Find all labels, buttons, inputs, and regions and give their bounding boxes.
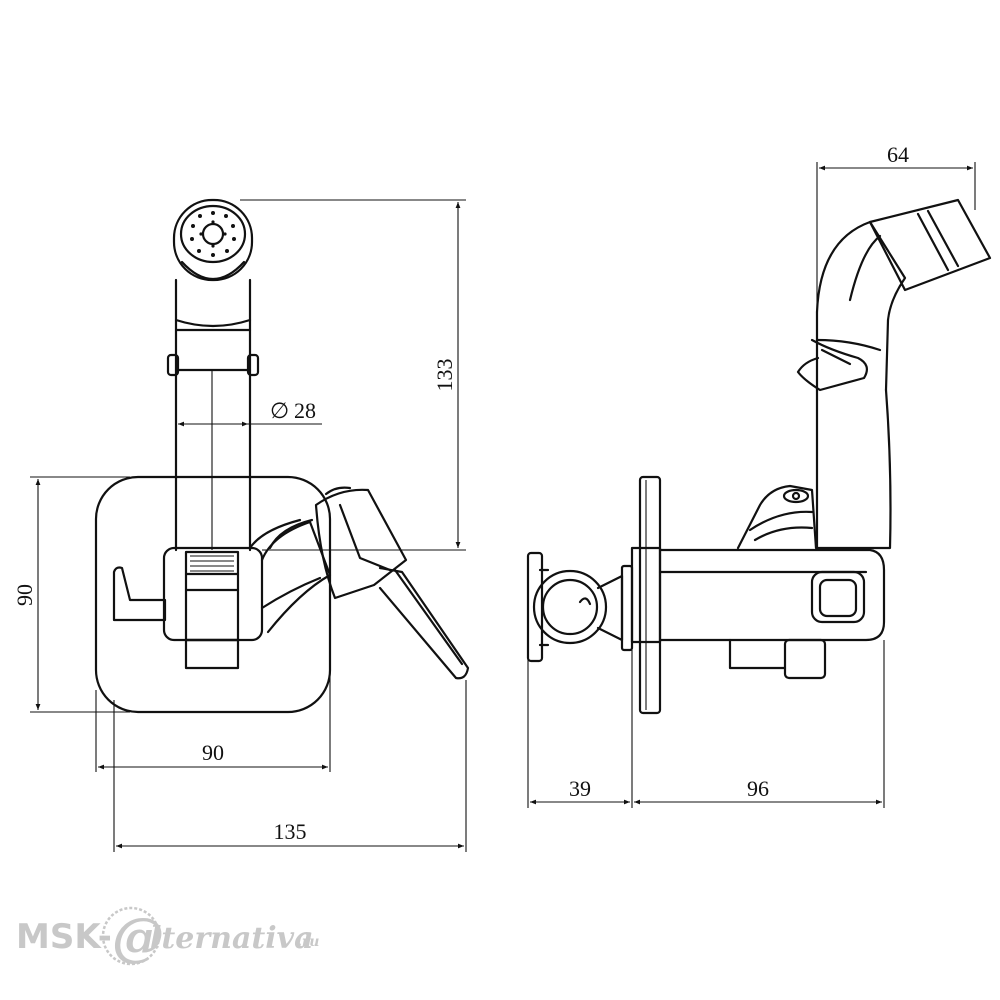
side-view: 64 39 96 <box>526 142 992 808</box>
dimension-depth-96: 96 <box>634 640 885 808</box>
dimension-133: 133 <box>240 199 466 551</box>
dimension-total-width-135: 135 <box>113 680 467 852</box>
front-hook <box>112 566 167 622</box>
diameter-symbol: ∅ <box>270 398 289 423</box>
dimension-label-96: 96 <box>747 776 769 801</box>
dimension-spout-64: 64 <box>816 142 976 312</box>
dimension-label-133: 133 <box>432 359 457 392</box>
spray-head <box>172 198 254 332</box>
watermark-prefix: MSK- <box>16 917 112 957</box>
dimension-label-28: 28 <box>294 398 316 423</box>
side-handle <box>796 220 907 550</box>
dimension-depth-39: 39 <box>527 650 633 808</box>
dimension-label-64: 64 <box>887 142 909 167</box>
side-spray-nozzle <box>868 198 992 292</box>
hose-holder <box>526 551 634 663</box>
dimension-plate-width-90: 90 <box>95 660 331 772</box>
elbow-connector <box>248 518 332 634</box>
svg-text:@: @ <box>112 907 164 968</box>
valve-body <box>162 546 264 670</box>
front-view: 133 ∅ 28 90 90 135 <box>12 198 470 852</box>
watermark-script: lternativa <box>150 921 314 956</box>
watermark-logo: MSK- @ lternativa .ru <box>16 906 319 968</box>
side-lever <box>736 484 818 550</box>
dimension-label-plate-height: 90 <box>12 584 37 606</box>
watermark-suffix: .ru <box>297 934 319 950</box>
dimension-plate-height-90: 90 <box>12 476 130 713</box>
dimension-label-plate-width: 90 <box>202 740 224 765</box>
side-valve-body <box>630 546 886 680</box>
front-wall-plate <box>94 475 332 714</box>
lever-handle <box>314 486 470 680</box>
handle-tube <box>166 328 260 552</box>
dimension-diameter-28: ∅ 28 <box>178 398 322 427</box>
dimension-label-total-width: 135 <box>274 819 307 844</box>
dimension-label-39: 39 <box>569 776 591 801</box>
side-wall-flange <box>638 475 662 715</box>
